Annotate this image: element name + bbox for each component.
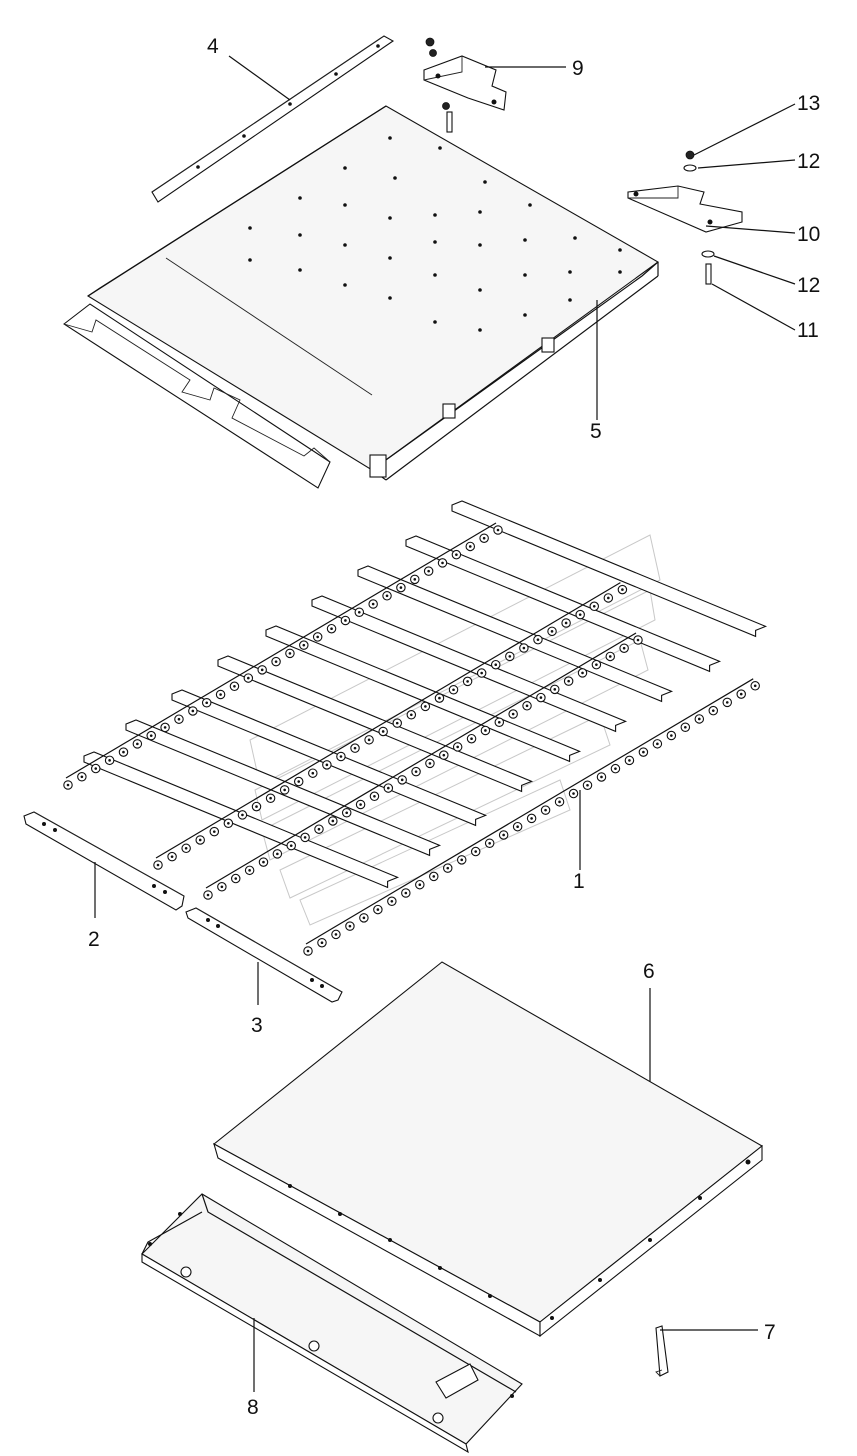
conveyor-slat	[171, 689, 488, 827]
part-6-lower-plate	[213, 961, 763, 1338]
conveyor-slat	[217, 655, 534, 793]
callout-10: 10	[797, 223, 820, 246]
chain-run	[205, 632, 637, 889]
part-2-rail	[23, 811, 185, 911]
part-5-top-plate	[63, 105, 660, 489]
part-9-bracket	[423, 37, 507, 133]
callout-13: 13	[797, 92, 820, 115]
callout-5: 5	[590, 420, 602, 443]
callout-1: 1	[573, 870, 585, 893]
callout-2: 2	[88, 928, 100, 951]
part-10-bracket	[627, 185, 743, 233]
conveyor-slat	[83, 751, 400, 889]
callout-9: 9	[572, 57, 584, 80]
fasteners-11-12-13	[683, 150, 715, 285]
watermark-logo	[249, 534, 661, 926]
callout-labels: 4 9 13 12 10 12 11 5 1 2 3 6 7 8	[88, 35, 820, 1419]
part-4-strip	[151, 35, 395, 203]
callout-3: 3	[251, 1014, 263, 1037]
part-7-bracket	[655, 1325, 669, 1377]
callout-8: 8	[247, 1396, 259, 1419]
callout-6: 6	[643, 960, 655, 983]
chain-run	[305, 678, 754, 945]
part-1-slat-conveyor	[63, 500, 768, 956]
callout-7: 7	[764, 1321, 776, 1344]
callout-11: 11	[797, 319, 819, 342]
chain-run	[155, 582, 621, 859]
chain-run	[65, 522, 497, 779]
callout-4: 4	[207, 35, 219, 58]
leader-lines	[94, 55, 796, 1392]
conveyor-slat	[265, 625, 582, 763]
conveyor-slat	[311, 595, 628, 733]
part-8-trough	[141, 1193, 523, 1454]
conveyor-slat	[451, 500, 768, 638]
part-3-rail	[185, 907, 343, 1003]
callout-12-upper: 12	[797, 150, 820, 173]
callout-12-lower: 12	[797, 274, 820, 297]
